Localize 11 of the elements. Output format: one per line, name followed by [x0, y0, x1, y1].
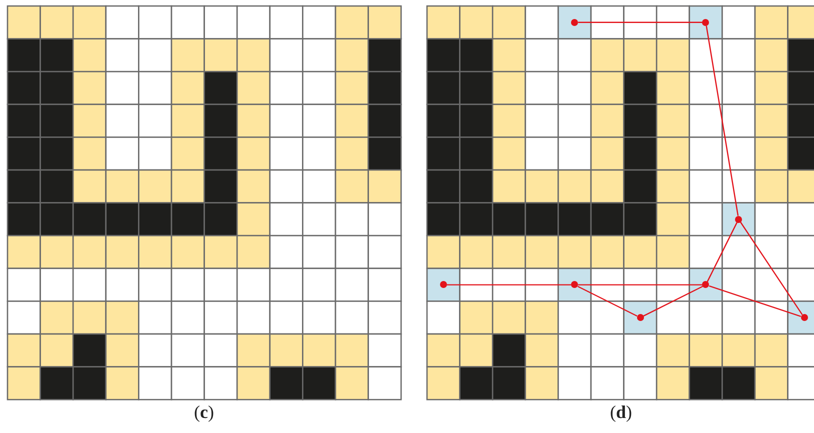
connector-line [740, 222, 803, 316]
panel-label: (d) [610, 402, 632, 423]
connector-line [708, 285, 802, 318]
panel-label: (c) [194, 402, 214, 423]
connector-line [643, 286, 703, 317]
connector-line [578, 284, 702, 286]
connector-line [446, 284, 572, 286]
connector-line [706, 222, 738, 282]
connector-line [578, 22, 702, 23]
connector-line [706, 26, 739, 216]
connector-line [577, 286, 638, 317]
